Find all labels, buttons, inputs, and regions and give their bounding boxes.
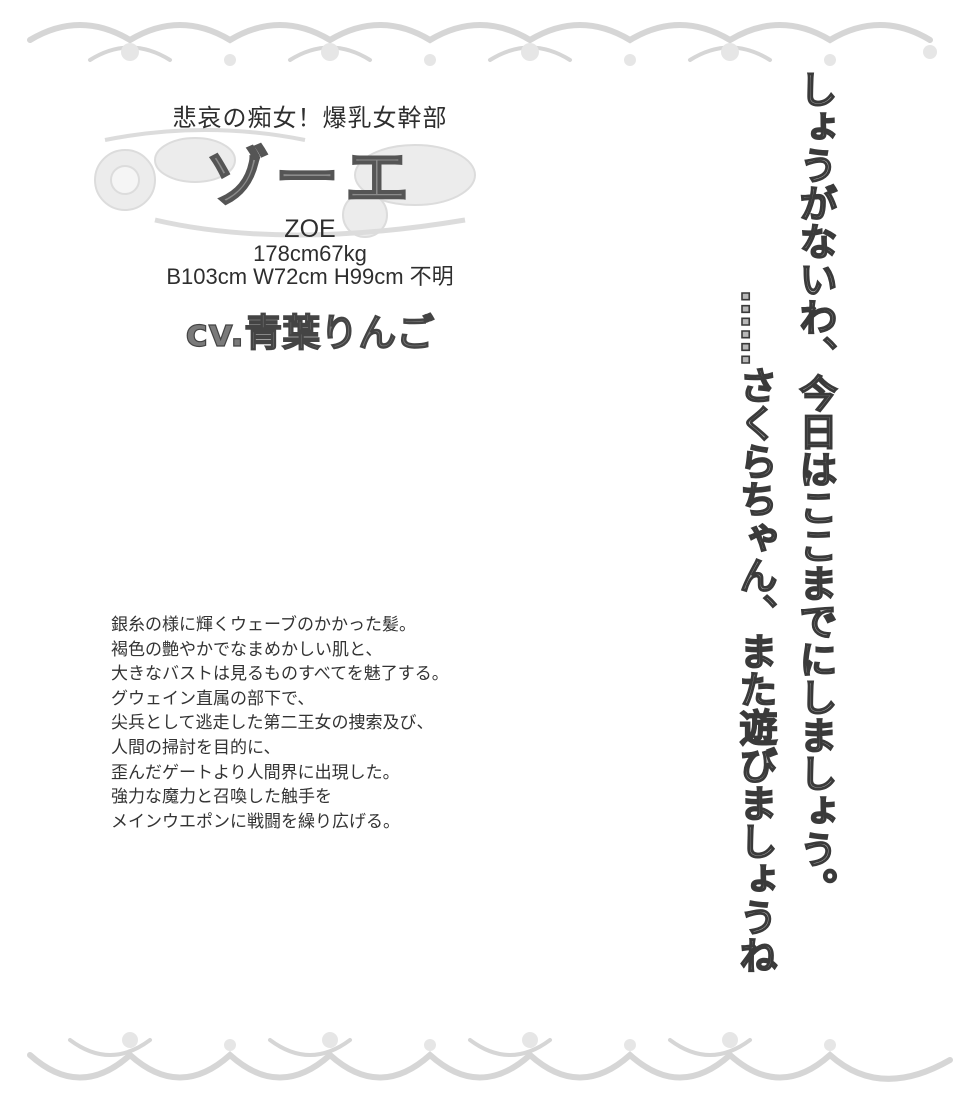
character-subtitle: 悲哀の痴女！爆乳女幹部	[172, 104, 448, 132]
description-line: メインウエポンに戦闘を繰り広げる。	[111, 811, 400, 832]
quote-line-2: ……さくらちゃん、また遊びましょうね	[732, 289, 778, 975]
description-line: 銀糸の様に輝くウェーブのかかった髪。	[111, 615, 416, 635]
quote-line-1: しょうがないわ、今日はここまでにしましょう。	[792, 69, 838, 907]
description-line: 強力な魔力と召喚した触手を	[111, 787, 332, 808]
floral-lace-ornament	[94, 128, 476, 238]
character-profile: 悲哀の痴女！爆乳女幹部 ゾーエ ZOE 178cm67kg B103cm W72…	[100, 98, 520, 357]
description-line: 褐色の艶やかでなまめかしい肌と、	[111, 639, 383, 660]
character-description: 銀糸の様に輝くウェーブのかかった髪。 褐色の艶やかでなまめかしい肌と、 大きなバ…	[111, 613, 581, 834]
character-latin-name: ZOE	[284, 215, 336, 243]
voice-actor: cv.青葉りんご	[185, 311, 435, 356]
measurements: B103cm W72cm H99cm 不明	[166, 264, 454, 290]
description-line: 尖兵として逃走した第二王女の捜索及び、	[111, 713, 434, 734]
height-weight: 178cm67kg	[253, 241, 367, 266]
description-line: 歪んだゲートより人間界に出現した。	[111, 762, 400, 783]
description-line: 大きなバストは見るものすべてを魅了する。	[111, 664, 449, 685]
character-name: ゾーエ	[204, 142, 415, 216]
top-lace-border	[27, 22, 937, 66]
description-line: 人間の掃討を目的に、	[111, 737, 281, 758]
description-line: グウェイン直属の部下で、	[111, 688, 315, 709]
bottom-lace-border	[27, 1032, 953, 1082]
